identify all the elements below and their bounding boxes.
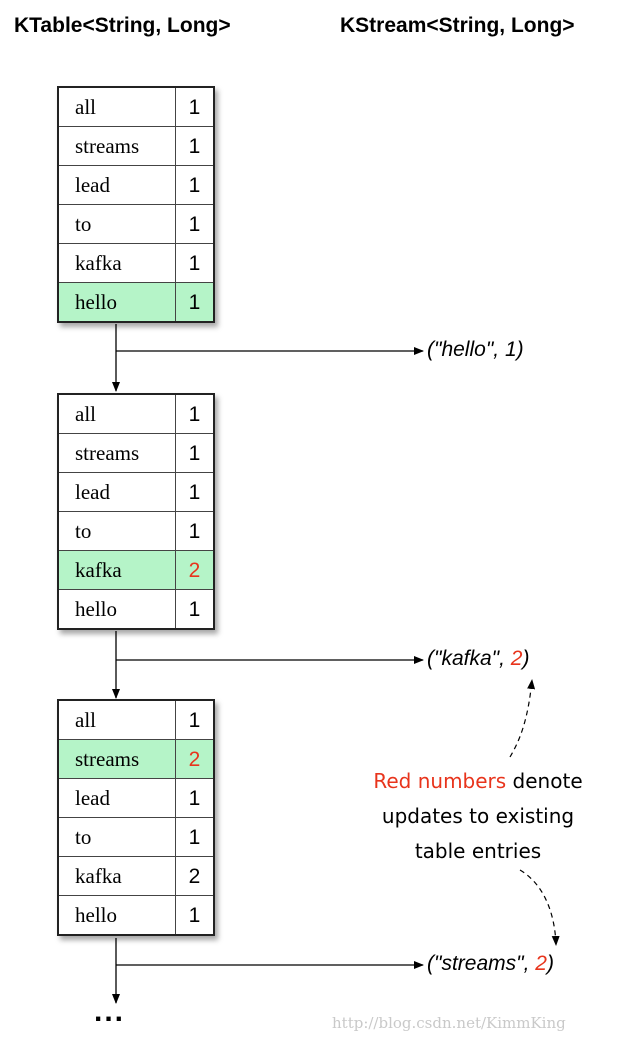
row-key: all: [59, 88, 176, 126]
table-row: to 1: [59, 512, 213, 551]
stream-record-prefix: ("kafka",: [427, 647, 511, 670]
row-key: to: [59, 205, 176, 243]
table-row: streams 1: [59, 434, 213, 473]
row-count: 1: [188, 252, 201, 275]
row-key: all: [59, 701, 176, 739]
note-line-1: Red numbers denote: [352, 764, 604, 799]
row-count: 1: [188, 598, 201, 621]
row-key: kafka: [59, 551, 176, 589]
note-line1-rest: denote: [506, 769, 583, 793]
table-row: all 1: [59, 701, 213, 740]
table-row: kafka 1: [59, 244, 213, 283]
row-count: 1: [188, 826, 201, 849]
ktable-snapshot-1: all 1 streams 1 lead 1 to 1 kafka 1 hello 1: [57, 86, 215, 323]
ktable-snapshot-2: all 1 streams 1 lead 1 to 1 kafka 2 hello 1: [57, 393, 215, 630]
row-key: hello: [59, 896, 176, 934]
row-count: 2: [188, 865, 201, 888]
row-key: lead: [59, 473, 176, 511]
table-row: hello 1: [59, 590, 213, 628]
table-row: lead 1: [59, 779, 213, 818]
table-row: streams 1: [59, 127, 213, 166]
row-count: 1: [188, 96, 201, 119]
row-count: 1: [188, 442, 201, 465]
row-count: 2: [188, 748, 201, 771]
table-row: kafka 2: [59, 551, 213, 590]
row-key: hello: [59, 590, 176, 628]
table-row: all 1: [59, 88, 213, 127]
row-key: streams: [59, 434, 176, 472]
row-count: 1: [188, 520, 201, 543]
row-key: kafka: [59, 857, 176, 895]
row-count: 1: [188, 213, 201, 236]
table-row: all 1: [59, 395, 213, 434]
row-key: to: [59, 512, 176, 550]
note-red-text: Red numbers: [373, 769, 507, 793]
row-key: lead: [59, 166, 176, 204]
stream-record-2: ("kafka", 2): [427, 647, 529, 671]
row-key: to: [59, 818, 176, 856]
note-arrow-down: [519, 869, 560, 946]
continuation-ellipsis: ...: [94, 995, 126, 1028]
row-count: 1: [188, 709, 201, 732]
table-row: streams 2: [59, 740, 213, 779]
stream-record-suffix: ): [522, 647, 530, 670]
table-row: to 1: [59, 818, 213, 857]
table-row: lead 1: [59, 473, 213, 512]
row-key: lead: [59, 779, 176, 817]
stream-record-1: ("hello", 1): [427, 338, 524, 362]
row-count: 1: [188, 135, 201, 158]
row-count: 1: [188, 787, 201, 810]
table-row: lead 1: [59, 166, 213, 205]
stream-record-suffix: ): [546, 952, 554, 975]
table-row: hello 1: [59, 896, 213, 934]
row-count: 1: [188, 904, 201, 927]
ktable-snapshot-3: all 1 streams 2 lead 1 to 1 kafka 2 hello 1: [57, 699, 215, 936]
row-count: 1: [188, 291, 201, 314]
kstream-title: KStream<String, Long>: [340, 14, 575, 37]
row-count: 1: [188, 403, 201, 426]
stream-record-value: 2: [510, 647, 523, 670]
table-row: to 1: [59, 205, 213, 244]
note-line-3: table entries: [414, 839, 542, 863]
row-key: streams: [59, 127, 176, 165]
ktable-title: KTable<String, Long>: [14, 14, 231, 37]
stream-record-prefix: ("streams",: [427, 952, 536, 975]
annotation-note: Red numbers denote updates to existing t…: [352, 764, 604, 869]
stream-record-3: ("streams", 2): [427, 952, 554, 976]
row-count: 1: [188, 481, 201, 504]
row-count: 1: [188, 174, 201, 197]
note-arrow-up: [509, 679, 536, 758]
row-key: all: [59, 395, 176, 433]
row-key: kafka: [59, 244, 176, 282]
stream-record-suffix: ): [516, 338, 524, 361]
stream-record-value: 2: [535, 952, 547, 975]
row-key: streams: [59, 740, 176, 778]
stream-record-value: 1: [504, 338, 517, 361]
stream-record-prefix: ("hello",: [427, 338, 505, 361]
row-key: hello: [59, 283, 176, 321]
row-count: 2: [188, 559, 201, 582]
watermark: http://blog.csdn.net/KimmKing: [332, 1014, 566, 1032]
table-row: hello 1: [59, 283, 213, 321]
table-row: kafka 2: [59, 857, 213, 896]
note-line-2: updates to existing: [381, 804, 575, 828]
